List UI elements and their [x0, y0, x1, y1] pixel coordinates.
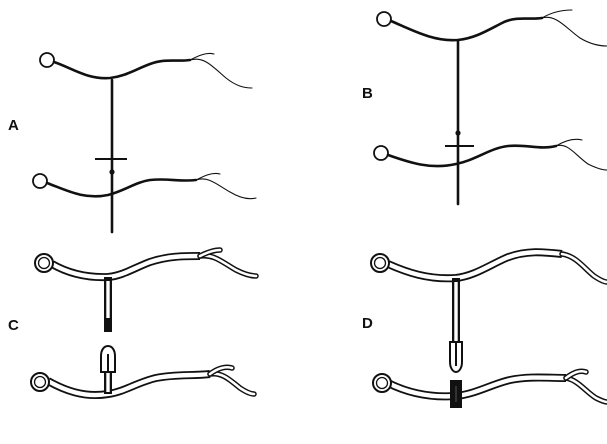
- panel-a-lower-soma: [33, 174, 47, 188]
- panel-label-a: A: [8, 118, 19, 133]
- panel-label-d: D: [362, 316, 373, 331]
- panel-a-lower-axon-thin: [196, 179, 256, 199]
- panel-c-drawing: [31, 250, 256, 395]
- panel-d-drawing: [371, 252, 607, 408]
- panel-b-upper-axon: [391, 18, 542, 40]
- panel-a-upper-axon: [54, 60, 190, 78]
- panel-a-upper-soma: [40, 53, 54, 67]
- panel-label-c: C: [8, 318, 19, 333]
- panel-a-lower-axon: [47, 179, 196, 196]
- panel-a-upper-axon-thin: [190, 59, 252, 88]
- panel-b-lower-axon: [388, 146, 556, 167]
- panel-a-drawing: [33, 53, 256, 232]
- panel-label-b: B: [362, 86, 373, 101]
- panel-b-lower-soma: [374, 146, 388, 160]
- panel-b-drawing: [374, 10, 607, 204]
- panel-b-upper-soma: [377, 12, 391, 26]
